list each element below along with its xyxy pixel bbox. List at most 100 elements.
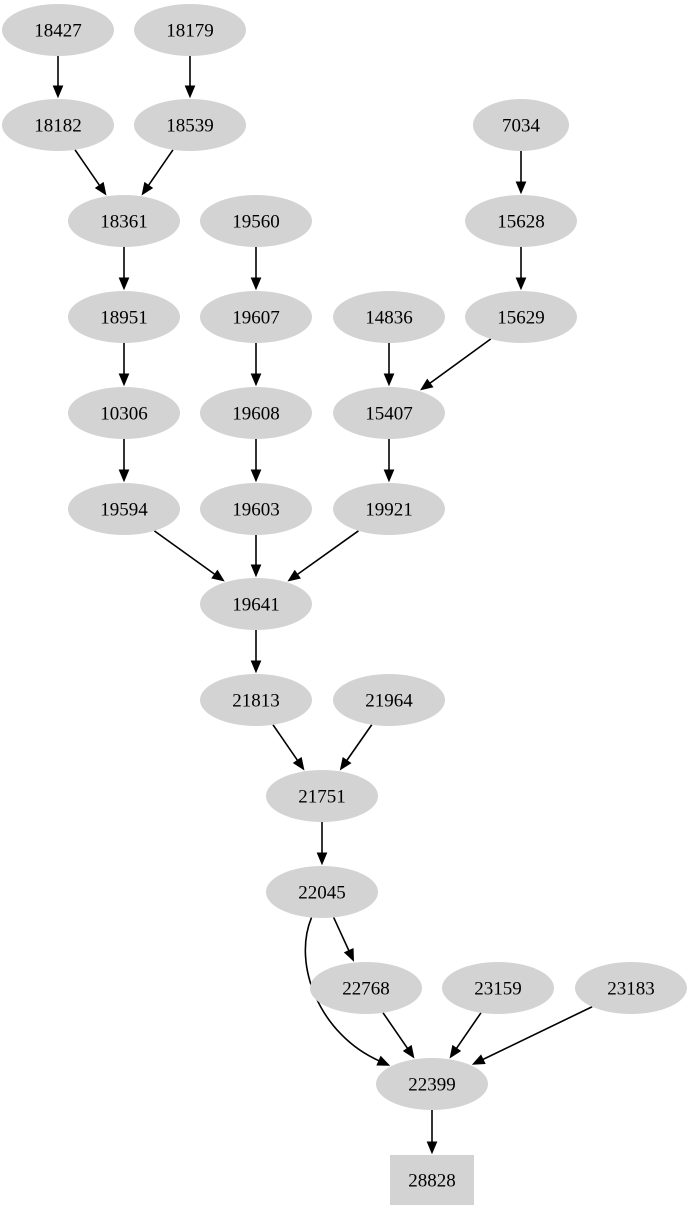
edge-23183-to-22399 bbox=[471, 1006, 593, 1065]
graph-node-10306[interactable]: 10306 bbox=[68, 387, 180, 439]
graph-node-22768[interactable]: 22768 bbox=[310, 962, 422, 1014]
node-ellipse-shape[interactable] bbox=[200, 674, 312, 726]
edge-arrowhead bbox=[449, 1044, 462, 1059]
graph-node-23183[interactable]: 23183 bbox=[575, 962, 687, 1014]
edge-arrowhead bbox=[402, 1044, 415, 1059]
edge-arrowhead bbox=[515, 277, 527, 291]
node-ellipse-shape[interactable] bbox=[333, 291, 445, 343]
node-ellipse-shape[interactable] bbox=[333, 674, 445, 726]
node-ellipse-shape[interactable] bbox=[200, 483, 312, 535]
edge-arrowhead bbox=[118, 469, 130, 483]
edge-arrowhead bbox=[383, 373, 395, 387]
node-ellipse-shape[interactable] bbox=[68, 195, 180, 247]
graph-node-22399[interactable]: 22399 bbox=[376, 1058, 488, 1110]
node-box-shape[interactable] bbox=[390, 1155, 474, 1205]
edge-arrowhead bbox=[141, 181, 154, 196]
node-ellipse-shape[interactable] bbox=[68, 387, 180, 439]
edge-arrowhead bbox=[292, 756, 305, 771]
edge-23159-to-22399 bbox=[449, 1012, 482, 1059]
graph-node-15629[interactable]: 15629 bbox=[465, 291, 577, 343]
edge-18951-to-10306 bbox=[118, 343, 130, 387]
edge-line bbox=[455, 1012, 482, 1050]
node-ellipse-shape[interactable] bbox=[333, 387, 445, 439]
edge-arrowhead bbox=[94, 181, 107, 196]
graph-node-21813[interactable]: 21813 bbox=[200, 674, 312, 726]
node-ellipse-shape[interactable] bbox=[266, 770, 378, 822]
graph-node-18361[interactable]: 18361 bbox=[68, 195, 180, 247]
graph-node-19607[interactable]: 19607 bbox=[200, 291, 312, 343]
node-ellipse-shape[interactable] bbox=[68, 291, 180, 343]
graph-node-18951[interactable]: 18951 bbox=[68, 291, 180, 343]
edge-18179-to-18539 bbox=[184, 56, 196, 99]
node-ellipse-shape[interactable] bbox=[200, 291, 312, 343]
graph-node-21964[interactable]: 21964 bbox=[333, 674, 445, 726]
graph-node-19594[interactable]: 19594 bbox=[68, 483, 180, 535]
edge-line bbox=[296, 530, 359, 576]
node-ellipse-shape[interactable] bbox=[473, 99, 569, 151]
node-ellipse-shape[interactable] bbox=[376, 1058, 488, 1110]
edge-18361-to-18951 bbox=[118, 247, 130, 291]
edge-arrowhead bbox=[471, 1054, 486, 1065]
edge-line bbox=[481, 1006, 593, 1061]
graph-node-18179[interactable]: 18179 bbox=[134, 4, 246, 56]
edge-line bbox=[332, 917, 351, 952]
edge-21813-to-21751 bbox=[272, 724, 305, 771]
node-ellipse-shape[interactable] bbox=[465, 195, 577, 247]
node-ellipse-shape[interactable] bbox=[2, 99, 114, 151]
graph-node-28828[interactable]: 28828 bbox=[390, 1155, 474, 1205]
edge-arrowhead bbox=[420, 378, 434, 391]
graph-node-15407[interactable]: 15407 bbox=[333, 387, 445, 439]
node-ellipse-shape[interactable] bbox=[68, 483, 180, 535]
node-ellipse-shape[interactable] bbox=[266, 866, 378, 918]
edge-19607-to-19608 bbox=[250, 343, 262, 387]
graph-node-19603[interactable]: 19603 bbox=[200, 483, 312, 535]
edge-line bbox=[428, 338, 492, 385]
graph-node-18539[interactable]: 18539 bbox=[134, 99, 246, 151]
node-ellipse-shape[interactable] bbox=[134, 4, 246, 56]
edge-arrowhead bbox=[250, 277, 262, 291]
edge-arrowhead bbox=[426, 1141, 438, 1155]
node-ellipse-shape[interactable] bbox=[465, 291, 577, 343]
node-ellipse-shape[interactable] bbox=[200, 387, 312, 439]
graph-node-22045[interactable]: 22045 bbox=[266, 866, 378, 918]
graph-node-19560[interactable]: 19560 bbox=[200, 195, 312, 247]
edge-arrowhead bbox=[118, 373, 130, 387]
node-ellipse-shape[interactable] bbox=[2, 4, 114, 56]
node-ellipse-shape[interactable] bbox=[442, 962, 554, 1014]
graph-node-14836[interactable]: 14836 bbox=[333, 291, 445, 343]
edge-arrowhead bbox=[339, 756, 352, 771]
edge-15628-to-15629 bbox=[515, 247, 527, 291]
graph-node-19921[interactable]: 19921 bbox=[333, 483, 445, 535]
graph-node-18427[interactable]: 18427 bbox=[2, 4, 114, 56]
node-ellipse-shape[interactable] bbox=[310, 962, 422, 1014]
graph-node-23159[interactable]: 23159 bbox=[442, 962, 554, 1014]
graph-node-7034[interactable]: 7034 bbox=[473, 99, 569, 151]
edge-7034-to-15628 bbox=[515, 151, 527, 195]
edge-21751-to-22045 bbox=[316, 822, 328, 866]
edge-arrowhead bbox=[287, 569, 301, 582]
node-ellipse-shape[interactable] bbox=[575, 962, 687, 1014]
node-ellipse-shape[interactable] bbox=[200, 195, 312, 247]
edge-arrowhead bbox=[52, 85, 64, 99]
edge-arrowhead bbox=[250, 373, 262, 387]
edge-15629-to-15407 bbox=[420, 338, 492, 391]
graph-node-19608[interactable]: 19608 bbox=[200, 387, 312, 439]
edge-22768-to-22399 bbox=[382, 1012, 415, 1059]
edge-18427-to-18182 bbox=[52, 56, 64, 99]
edge-22399-to-28828 bbox=[426, 1110, 438, 1155]
graph-node-21751[interactable]: 21751 bbox=[266, 770, 378, 822]
graph-node-19641[interactable]: 19641 bbox=[200, 578, 312, 630]
node-ellipse-shape[interactable] bbox=[333, 483, 445, 535]
edge-19603-to-19641 bbox=[250, 535, 262, 578]
graph-node-18182[interactable]: 18182 bbox=[2, 99, 114, 151]
edge-18182-to-18361 bbox=[74, 149, 107, 196]
edge-19921-to-19641 bbox=[287, 530, 359, 582]
graph-node-15628[interactable]: 15628 bbox=[465, 195, 577, 247]
edge-arrowhead bbox=[383, 469, 395, 483]
node-ellipse-shape[interactable] bbox=[200, 578, 312, 630]
edges-layer bbox=[52, 56, 593, 1155]
edge-arrowhead bbox=[211, 569, 225, 582]
node-ellipse-shape[interactable] bbox=[134, 99, 246, 151]
